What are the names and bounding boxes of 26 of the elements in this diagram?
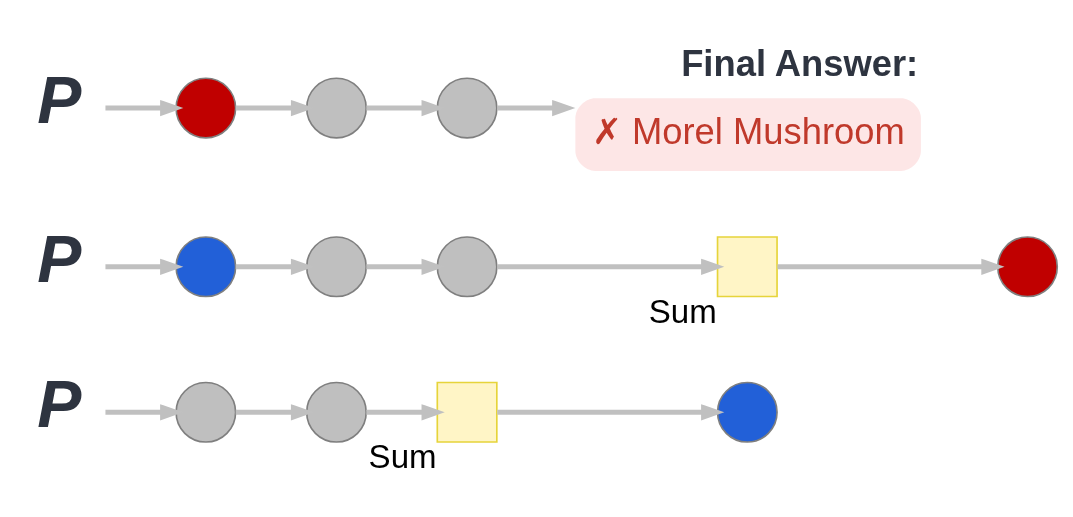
node-circle [175, 236, 237, 298]
node-text: P [37, 62, 82, 137]
node-circle [305, 236, 368, 298]
node-circle [175, 381, 237, 443]
arrow [366, 404, 445, 421]
node-circle [305, 77, 368, 139]
node-circle [175, 77, 237, 139]
node-circle [996, 236, 1059, 298]
node-circle [716, 381, 778, 443]
node-text: P [37, 367, 82, 442]
arrow [497, 258, 725, 275]
node-label: Final Answer: [681, 42, 919, 84]
arrow [105, 258, 184, 275]
node-box [716, 236, 778, 298]
arrow [105, 99, 184, 117]
node-circle [436, 77, 498, 139]
arrow [497, 404, 725, 421]
node-text: P [37, 221, 82, 296]
arrow [497, 99, 576, 117]
node-label: Sum [648, 292, 717, 330]
arrow [777, 258, 1005, 275]
node-box: ✗ Morel Mushroom [575, 98, 921, 171]
node-circle [305, 381, 368, 443]
node-box [436, 381, 498, 443]
node-label: Sum [368, 438, 437, 476]
node-circle [436, 236, 498, 298]
